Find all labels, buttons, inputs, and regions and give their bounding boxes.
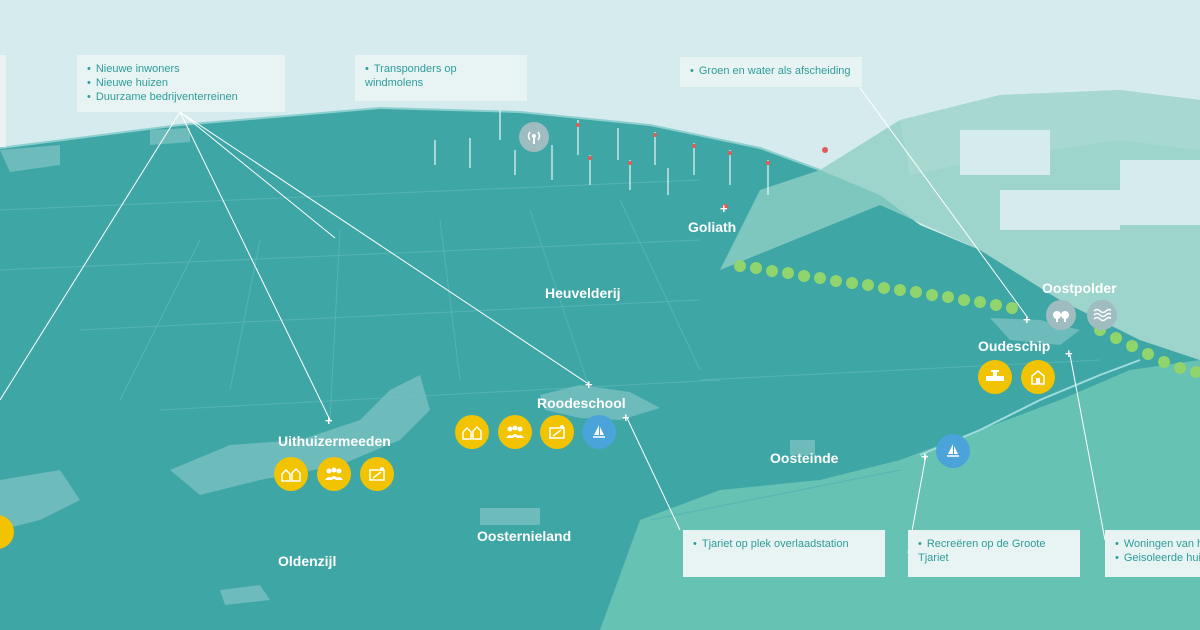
location-pin: +	[1023, 312, 1031, 327]
solar-panel-icon	[540, 415, 574, 449]
callout-green-water: Groen en water als afscheiding	[680, 57, 862, 87]
water-waves-icon	[1087, 300, 1117, 330]
leader-lines	[0, 87, 1106, 554]
callout-item: Duurzame bedrijventerreinen	[87, 90, 275, 104]
callout-tjariet-station: Tjariet op plek overlaadstation	[683, 530, 885, 577]
houses-icon	[455, 415, 489, 449]
place-label-oosteinde: Oosteinde	[770, 450, 839, 466]
callout-housing: Woningen van h Geisoleerde hui	[1105, 530, 1200, 577]
tree-belt	[734, 260, 1200, 378]
callout-item: Tjariet op plek overlaadstation	[693, 537, 875, 551]
people-icon	[498, 415, 532, 449]
location-pin: +	[720, 201, 728, 216]
location-pin: +	[921, 449, 929, 464]
callout-item: Recreëren op de Groote Tjariet	[918, 537, 1058, 565]
callout-item: Transponders op windmolens	[365, 62, 485, 90]
place-label-heuvelderij: Heuvelderij	[545, 285, 621, 301]
harbor-basin	[1120, 160, 1200, 225]
place-label-oudeschip: Oudeschip	[978, 338, 1051, 354]
place-label-roodeschool: Roodeschool	[537, 395, 626, 411]
harbor-basin	[960, 130, 1050, 175]
callout-item: Nieuwe inwoners	[87, 62, 275, 76]
turbine-markers	[576, 123, 828, 210]
house-icon	[1021, 360, 1055, 394]
houses-icon	[274, 457, 308, 491]
location-pin: +	[1065, 346, 1073, 361]
trees-icon	[1046, 300, 1076, 330]
dike-line	[0, 106, 821, 171]
harbor-basin	[1000, 190, 1120, 230]
callout-recreation: Recreëren op de Groote Tjariet	[908, 530, 1080, 577]
callout-item: Groen en water als afscheiding	[690, 64, 852, 78]
sailboat-icon	[582, 415, 616, 449]
place-label-uithuizermeeden: Uithuizermeeden	[278, 433, 391, 449]
location-pin: +	[622, 410, 630, 425]
callout-edge	[0, 55, 6, 147]
partial-icon	[0, 515, 14, 549]
callout-transponders: Transponders op windmolens	[355, 55, 527, 101]
sailboat-icon	[936, 434, 970, 468]
people-icon	[317, 457, 351, 491]
callout-residents: Nieuwe inwoners Nieuwe huizen Duurzame b…	[77, 55, 285, 112]
location-pin: +	[325, 413, 333, 428]
callout-item: Nieuwe huizen	[87, 76, 275, 90]
place-label-oosternieland: Oosternieland	[477, 528, 572, 544]
place-label-oostpolder: Oostpolder	[1042, 280, 1117, 296]
place-label-goliath: Goliath	[688, 219, 737, 235]
callout-item: Geisoleerde hui	[1115, 551, 1200, 565]
location-pin: +	[585, 377, 593, 392]
place-label-oldenzijl: Oldenzijl	[278, 553, 337, 569]
solar-panel-icon	[360, 457, 394, 491]
village-areas	[0, 128, 1080, 605]
callout-item: Woningen van h	[1115, 537, 1200, 551]
pipeline-icon	[978, 360, 1012, 394]
transponder-icon	[519, 122, 549, 152]
